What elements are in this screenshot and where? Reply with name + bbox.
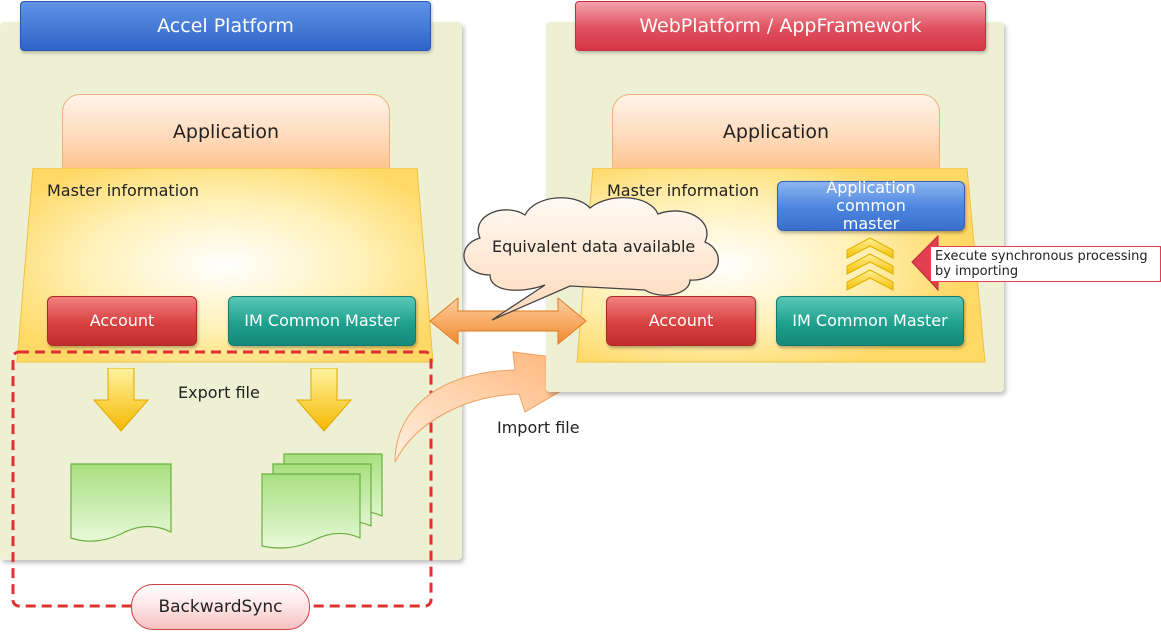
export-arrow-down-icon-2 [296,368,352,432]
right-master-information-label: Master information [607,181,760,200]
equivalent-data-cloud [463,197,719,321]
equivalent-data-label: Equivalent data available [492,237,696,256]
left-master-information-label: Master information [47,181,200,200]
right-application-box: Application [612,94,940,170]
application-common-master-box: Application common master [777,178,965,233]
left-account-box: Account [47,296,197,346]
chevron-up-icon [846,237,894,291]
export-arrow-down-icon-1 [93,368,149,432]
right-im-common-master-box: IM Common Master [776,296,964,346]
backward-sync-region [11,350,433,608]
single-file-icon [70,463,172,542]
sync-callout: Execute synchronous processing by import… [930,246,1161,282]
export-file-label: Export file [178,383,260,402]
backward-sync-label: BackwardSync [131,584,310,630]
accel-platform-header: Accel Platform [20,1,431,51]
double-arrow-icon [429,296,587,346]
right-account-box: Account [606,296,756,346]
left-application-box: Application [62,94,390,170]
import-file-label: Import file [497,418,580,437]
application-common-master-label: Application common master [826,178,916,233]
webplatform-header: WebPlatform / AppFramework [575,1,986,51]
left-im-common-master-box: IM Common Master [228,296,416,346]
multiple-files-icon [261,453,383,549]
